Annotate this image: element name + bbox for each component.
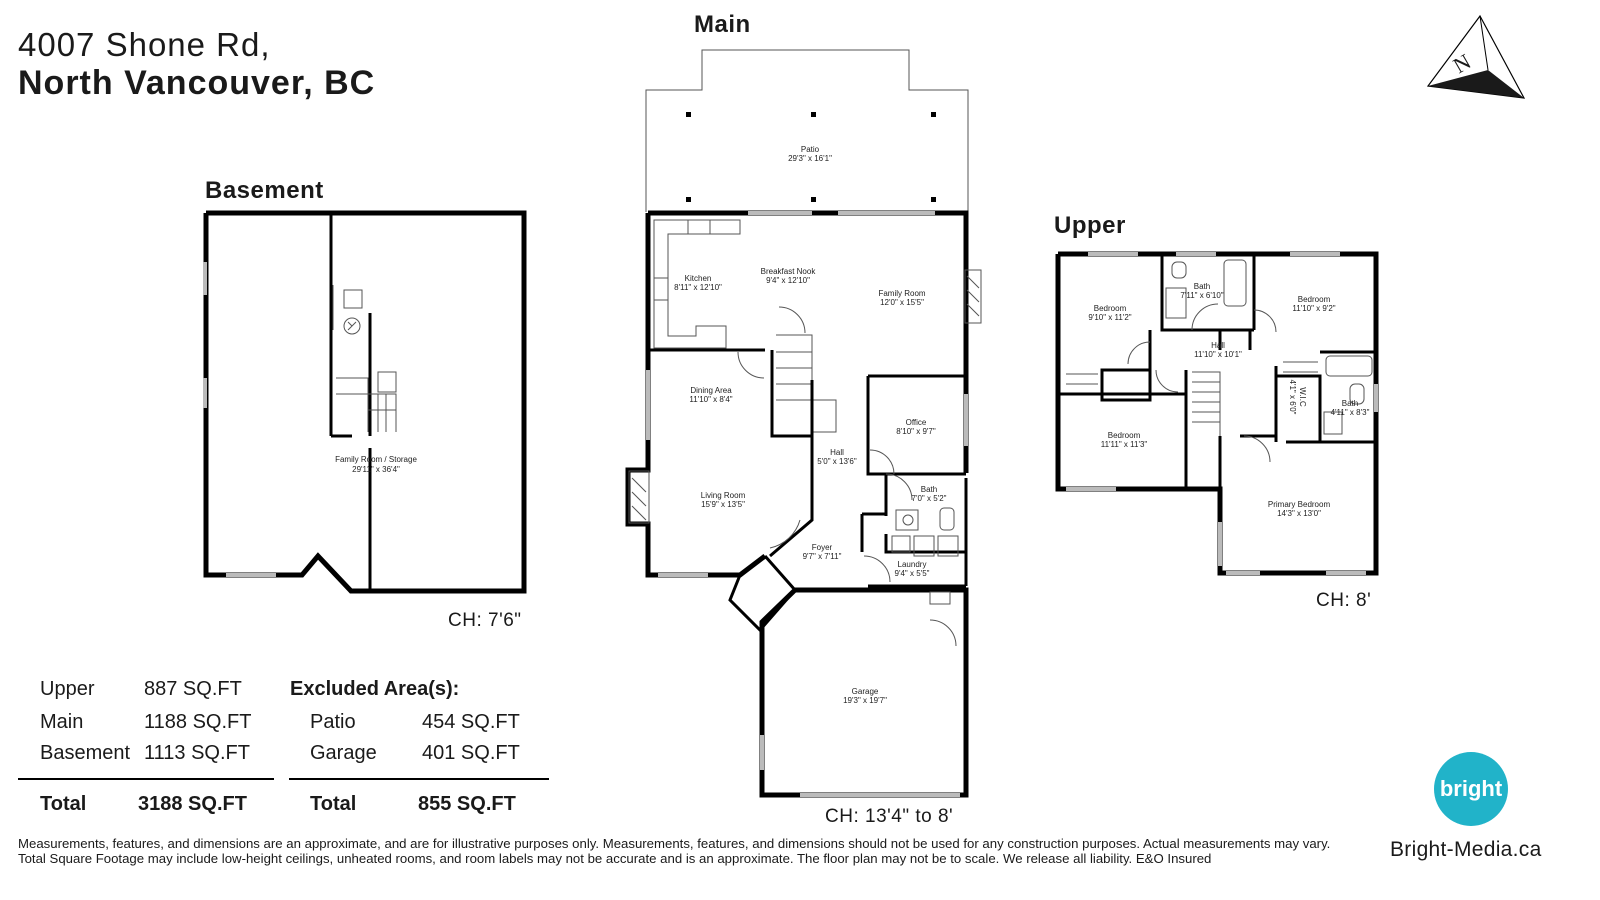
area-value-upper: 887 SQ.FT bbox=[144, 678, 242, 700]
divider bbox=[289, 778, 549, 780]
room-dims: 11'10" x 9'2" bbox=[1292, 304, 1335, 313]
room-label: Hall bbox=[1211, 341, 1225, 350]
room-label: Family Room bbox=[878, 289, 925, 298]
excluded-value-garage: 401 SQ.FT bbox=[422, 742, 520, 764]
room-dims: 8'10" x 9'7" bbox=[896, 427, 936, 436]
room-label: Kitchen bbox=[685, 274, 712, 283]
brand-url[interactable]: Bright-Media.ca bbox=[1390, 838, 1542, 861]
room-label: W.I.C bbox=[1298, 387, 1307, 407]
address-line-2: North Vancouver, BC bbox=[18, 64, 376, 102]
room-label: Bath bbox=[1342, 399, 1358, 408]
room-dims: 9'4" x 5'5" bbox=[895, 569, 930, 578]
room-dims: 7'0" x 5'2" bbox=[912, 494, 947, 503]
room-dims: 8'11" x 12'10" bbox=[674, 283, 722, 292]
basement-title: Basement bbox=[205, 177, 324, 204]
room-label: Bedroom bbox=[1108, 431, 1141, 440]
room-dims: 11'10" x 10'1" bbox=[1194, 350, 1242, 359]
room-label: Living Room bbox=[701, 491, 746, 500]
brand-logo-text: bright bbox=[1439, 776, 1503, 801]
room-label: Patio bbox=[801, 145, 820, 154]
main-plan: Patio 29'3" x 16'1" Kitchen 8'11" x 12'1… bbox=[625, 49, 982, 798]
excluded-label-patio: Patio bbox=[310, 711, 356, 733]
room-dims: 11'11" x 11'3" bbox=[1101, 440, 1148, 449]
room-label: Dining Area bbox=[690, 386, 732, 395]
room-dims: 14'3" x 13'0" bbox=[1277, 509, 1321, 518]
excluded-value-patio: 454 SQ.FT bbox=[422, 711, 520, 733]
room-label: Bath bbox=[1194, 282, 1210, 291]
room-dims: 11'10" x 8'4" bbox=[689, 395, 732, 404]
upper-ceiling-height: CH: 8' bbox=[1316, 590, 1372, 611]
room-label: Breakfast Nook bbox=[761, 267, 817, 276]
room-label: Hall bbox=[830, 448, 844, 457]
room-dims: 4'1" x 6'0" bbox=[1288, 380, 1297, 415]
disclaimer-text: Measurements, features, and dimensions a… bbox=[18, 836, 1331, 866]
room-dims: 19'3" x 19'7" bbox=[843, 696, 887, 705]
address-line-1: 4007 Shone Rd, bbox=[18, 26, 271, 63]
brand-logo: bright bbox=[1434, 752, 1508, 826]
room-label: Laundry bbox=[898, 560, 927, 569]
area-total-label: Total bbox=[40, 793, 87, 815]
room-label: Office bbox=[906, 418, 927, 427]
room-label: Primary Bedroom bbox=[1268, 500, 1331, 509]
excluded-total-label: Total bbox=[310, 793, 357, 815]
room-dims: 7'11" x 6'10" bbox=[1180, 291, 1223, 300]
basement-plan: Family Room / Storage 29'11" x 36'4" bbox=[203, 210, 527, 594]
room-dims: 15'9" x 13'5" bbox=[701, 500, 745, 509]
north-arrow-icon: N bbox=[1426, 14, 1526, 99]
area-label-upper: Upper bbox=[40, 678, 95, 700]
excluded-label-garage: Garage bbox=[310, 742, 377, 764]
room-dims: 29'11" x 36'4" bbox=[352, 465, 400, 474]
room-label: Bath bbox=[921, 485, 937, 494]
basement-ceiling-height: CH: 7'6" bbox=[448, 610, 522, 631]
room-label: Bedroom bbox=[1094, 304, 1127, 313]
main-ceiling-height: CH: 13'4" to 8' bbox=[825, 806, 954, 827]
room-dims: 12'0" x 15'5" bbox=[880, 298, 924, 307]
main-title: Main bbox=[694, 11, 751, 38]
excluded-total-value: 855 SQ.FT bbox=[418, 793, 516, 815]
room-dims: 9'7" x 7'11" bbox=[803, 552, 842, 561]
room-label: Garage bbox=[852, 687, 879, 696]
area-value-basement: 1113 SQ.FT bbox=[144, 742, 250, 764]
area-label-basement: Basement bbox=[40, 742, 131, 764]
upper-title: Upper bbox=[1054, 212, 1126, 239]
room-dims: 9'4" x 12'10" bbox=[766, 276, 810, 285]
room-label: Family Room / Storage bbox=[335, 455, 417, 464]
room-dims: 5'0" x 13'6" bbox=[817, 457, 857, 466]
area-value-main: 1188 SQ.FT bbox=[144, 711, 252, 733]
excluded-title: Excluded Area(s): bbox=[290, 678, 460, 700]
room-dims: 4'11" x 8'3" bbox=[1331, 408, 1370, 417]
upper-plan: Bedroom 9'10" x 11'2" Bath 7'11" x 6'10"… bbox=[1055, 251, 1379, 576]
area-total-value: 3188 SQ.FT bbox=[138, 793, 247, 815]
room-dims: 29'3" x 16'1" bbox=[788, 154, 832, 163]
room-label: Foyer bbox=[812, 543, 833, 552]
room-dims: 9'10" x 11'2" bbox=[1088, 313, 1131, 322]
area-label-main: Main bbox=[40, 711, 84, 733]
divider bbox=[18, 778, 274, 780]
room-label: Bedroom bbox=[1298, 295, 1331, 304]
